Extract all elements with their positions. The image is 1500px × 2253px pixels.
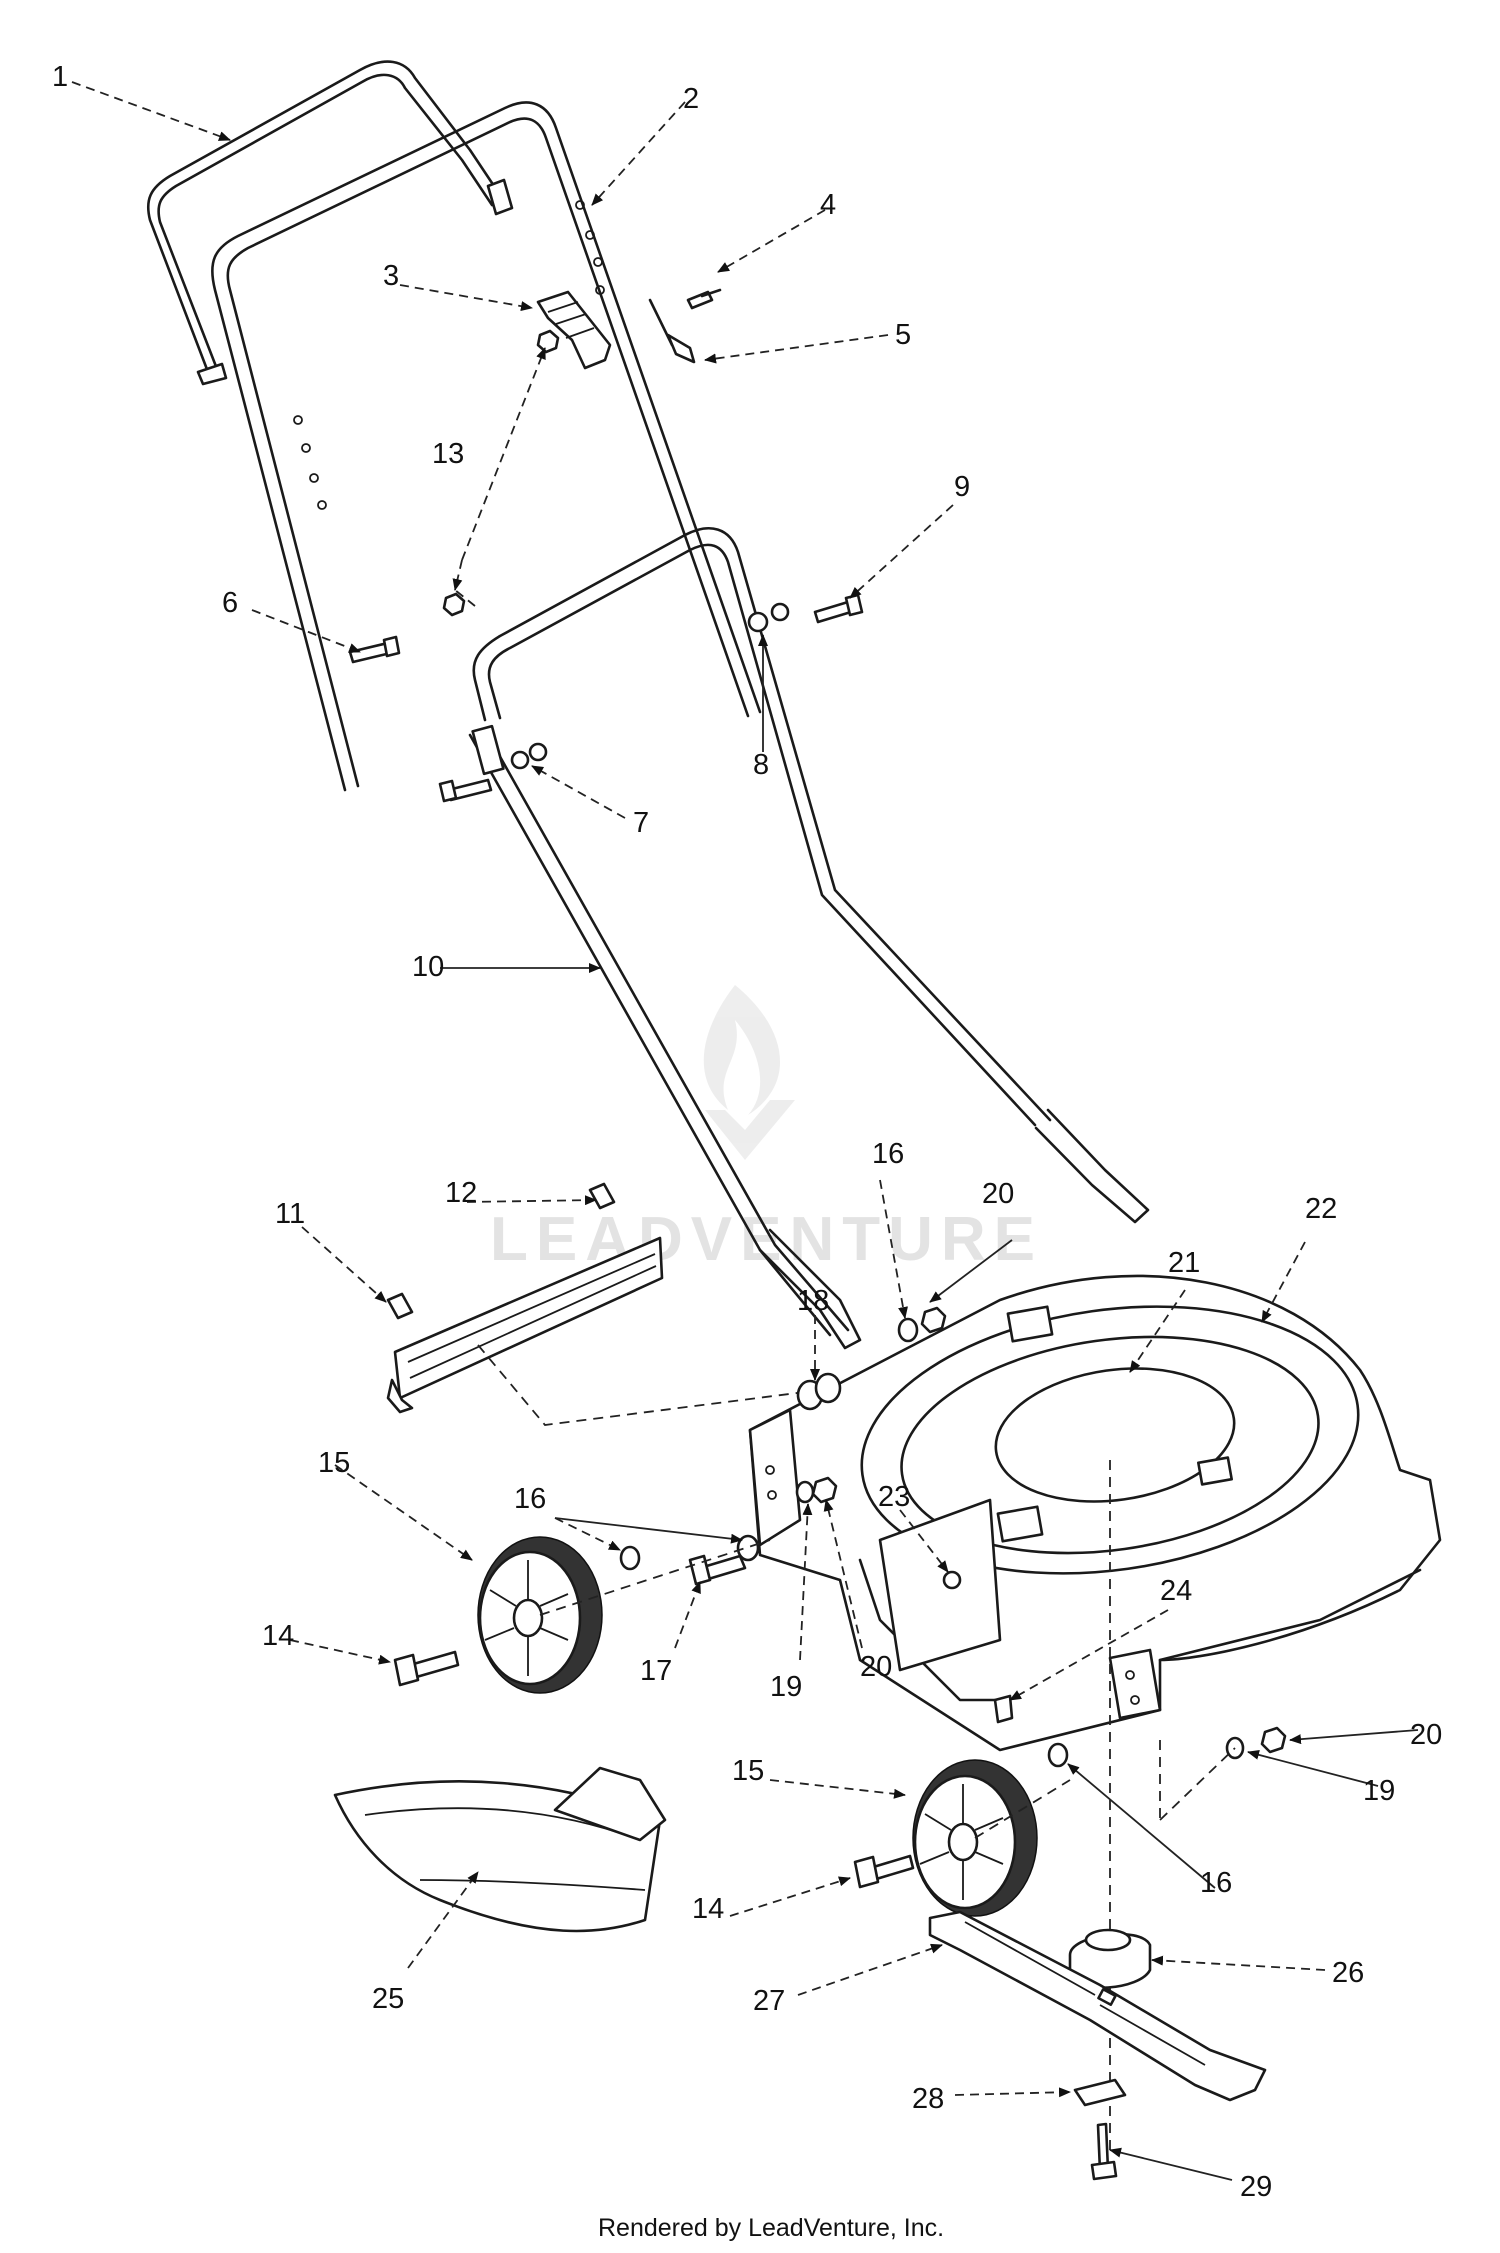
part-14-wheel-bolt xyxy=(853,1854,915,1889)
rear-axle-assembly-line xyxy=(974,1747,1236,1839)
callout-20a: 20 xyxy=(982,1178,1014,1210)
part-24-screw xyxy=(993,1694,1014,1724)
watermark-logo xyxy=(703,985,795,1160)
rear-guard-assembly-line xyxy=(477,1344,861,1426)
callout-4: 4 xyxy=(820,189,836,221)
part-8-washer xyxy=(747,602,790,633)
axle-assembly-line xyxy=(539,1539,771,1616)
callout-9: 9 xyxy=(954,471,970,503)
part-14-wheel-bolt xyxy=(393,1650,460,1687)
part-7-bolt xyxy=(438,742,548,803)
callout-20b: 20 xyxy=(860,1651,892,1683)
callout-16b: 16 xyxy=(872,1138,904,1170)
part-3-cable-guide xyxy=(536,290,612,370)
callout-22: 22 xyxy=(1305,1193,1337,1225)
part-18-spacer xyxy=(796,1372,842,1411)
part-29-blade-bolt xyxy=(1090,2122,1118,2181)
callout-26: 26 xyxy=(1332,1957,1364,1989)
callout-13: 13 xyxy=(432,438,464,470)
part-16-washer xyxy=(619,1317,1069,1768)
part-13-nut xyxy=(442,329,560,617)
part-6-bolt xyxy=(348,635,401,664)
callout-23: 23 xyxy=(878,1481,910,1513)
part-2-upper-handle xyxy=(211,101,762,792)
part-28-washer-plate xyxy=(1073,2078,1127,2107)
callout-12: 12 xyxy=(445,1177,477,1209)
part-5-clip xyxy=(648,298,696,364)
callout-10: 10 xyxy=(412,951,444,983)
callout-18: 18 xyxy=(797,1285,829,1317)
callout-20c: 20 xyxy=(1410,1719,1442,1751)
footer-credit: Rendered by LeadVenture, Inc. xyxy=(598,2214,944,2242)
part-27-blade xyxy=(928,1910,1267,2102)
callout-5: 5 xyxy=(895,319,911,351)
part-4-pin xyxy=(686,288,722,310)
part-9-bolt xyxy=(813,593,864,624)
part-23-deflector-plate xyxy=(878,1498,1002,1672)
part-10-lower-handle xyxy=(468,527,1150,1350)
callout-28: 28 xyxy=(912,2083,944,2115)
callout-16c: 16 xyxy=(1200,1867,1232,1899)
callout-15a: 15 xyxy=(318,1447,350,1479)
callout-8: 8 xyxy=(753,749,769,781)
part-12-rear-guard xyxy=(386,1236,664,1414)
part-22-deck xyxy=(748,1274,1442,1752)
callout-24: 24 xyxy=(1160,1575,1192,1607)
watermark-text: LEADVENTURE xyxy=(490,1205,1043,1274)
callout-1: 1 xyxy=(52,61,68,93)
callout-6: 6 xyxy=(222,587,238,619)
leader-lines xyxy=(71,81,1419,2181)
callout-14b: 14 xyxy=(692,1893,724,1925)
callout-7: 7 xyxy=(633,807,649,839)
callout-labels: 1 2 3 4 5 6 7 8 9 10 11 12 13 14 14 15 1… xyxy=(52,61,1442,2203)
callout-17: 17 xyxy=(640,1655,672,1687)
part-25-discharge-chute xyxy=(333,1766,667,1933)
callout-16a: 16 xyxy=(514,1483,546,1515)
part-1-control-bail xyxy=(146,60,514,386)
callout-14a: 14 xyxy=(262,1620,294,1652)
callout-21: 21 xyxy=(1168,1247,1200,1279)
part-20-nut xyxy=(811,1306,1287,1754)
callout-11: 11 xyxy=(275,1198,305,1230)
callout-19b: 19 xyxy=(1363,1775,1395,1807)
callout-25: 25 xyxy=(372,1983,404,2015)
callout-27: 27 xyxy=(753,1985,785,2017)
callout-15b: 15 xyxy=(732,1755,764,1787)
callout-2: 2 xyxy=(683,83,699,115)
callout-3: 3 xyxy=(383,260,399,292)
callout-19a: 19 xyxy=(770,1671,802,1703)
part-26-blade-adapter xyxy=(1068,1928,1152,1990)
part-17-axle-bolt xyxy=(688,1534,760,1586)
callout-29: 29 xyxy=(1240,2171,1272,2203)
